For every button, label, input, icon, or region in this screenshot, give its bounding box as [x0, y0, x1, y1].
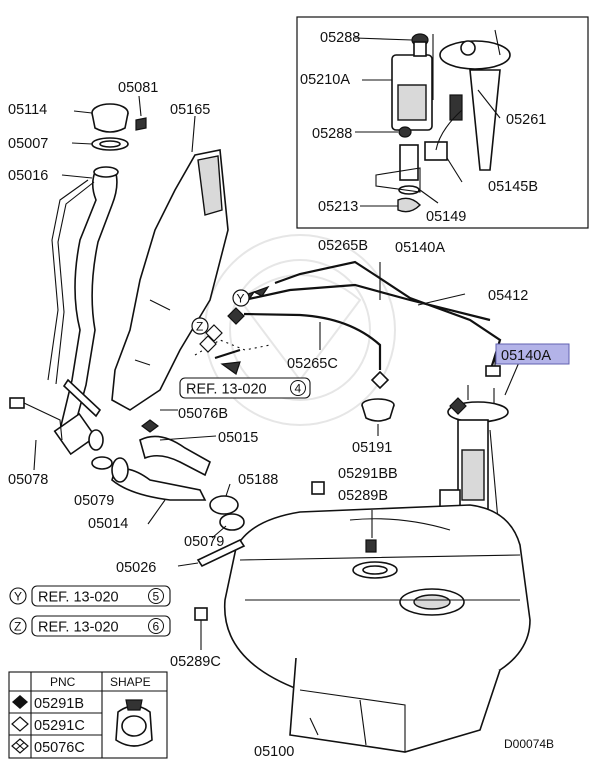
legend-row-pnc: 05291C: [34, 718, 85, 734]
label-05016: 05016: [8, 168, 48, 184]
label-05165: 05165: [170, 102, 210, 118]
svg-text:Y: Y: [14, 590, 22, 604]
crossed-diamond-icon: [11, 738, 29, 754]
ref-y[interactable]: Y REF. 13-020 5: [9, 585, 171, 607]
sender-cover: [361, 370, 395, 436]
label-05100: 05100: [254, 744, 294, 760]
label-05145B: 05145B: [488, 179, 538, 195]
drain-bolt: [9, 397, 63, 471]
label-05288-mid: 05288: [312, 126, 352, 142]
pump-bracket: [424, 29, 511, 171]
svg-text:6: 6: [153, 620, 160, 634]
legend-header-pnc: PNC: [50, 675, 76, 689]
label-05265B: 05265B: [318, 238, 368, 254]
part-labels: 05288 05210A 05288 05213 05149 05145B 05…: [8, 30, 570, 760]
marker-y: Y: [232, 289, 250, 307]
label-05412: 05412: [488, 288, 528, 304]
label-05288-top: 05288: [320, 30, 360, 46]
svg-text:4: 4: [295, 382, 302, 396]
filled-diamond-icon: [12, 695, 28, 709]
label-05261: 05261: [506, 112, 546, 128]
legend-header-shape: SHAPE: [110, 675, 151, 689]
tube-clip: [311, 481, 325, 495]
marker-z: Z: [191, 307, 245, 353]
filler-cap-assembly: [71, 95, 147, 151]
label-05191: 05191: [352, 440, 392, 456]
vapor-tubes: [214, 260, 502, 377]
label-05076B: 05076B: [178, 406, 228, 422]
svg-text:REF. 13-020: REF. 13-020: [38, 590, 119, 606]
svg-text:Z: Z: [196, 320, 203, 334]
label-05289B: 05289B: [338, 488, 388, 504]
svg-text:Y: Y: [237, 292, 245, 306]
label-05188: 05188: [238, 472, 278, 488]
label-05026: 05026: [116, 560, 156, 576]
clip-shape-icon: [115, 699, 153, 747]
fuel-sender-unit: [439, 359, 521, 521]
label-05265C: 05265C: [287, 356, 338, 372]
filler-hoses: [91, 419, 245, 539]
ref-main[interactable]: REF. 13-020 4: [179, 377, 311, 399]
fuel-pump-inset: [296, 16, 589, 229]
fuel-pump-module: [375, 33, 433, 213]
filler-neck-pipe: [47, 166, 119, 456]
outline-diamond-icon: [11, 716, 29, 732]
fuel-tank: [223, 504, 531, 753]
label-05149: 05149: [426, 209, 466, 225]
svg-text:REF. 13-020: REF. 13-020: [186, 382, 267, 398]
label-05015: 05015: [218, 430, 258, 446]
label-05213: 05213: [318, 199, 358, 215]
label-05289C: 05289C: [170, 654, 221, 670]
tank-protector: [111, 115, 229, 411]
label-05140A-box: 05140A: [395, 240, 445, 256]
label-05007: 05007: [8, 136, 48, 152]
svg-text:REF. 13-020: REF. 13-020: [38, 620, 119, 636]
diagram-id: D00074B: [504, 737, 554, 751]
legend-row-pnc: 05291B: [34, 696, 84, 712]
label-05114: 05114: [8, 102, 47, 118]
mount-bolt: [194, 607, 208, 650]
label-05014: 05014: [88, 516, 128, 532]
tank-strap: [177, 538, 246, 568]
svg-text:5: 5: [153, 590, 160, 604]
label-05079-b: 05079: [184, 534, 224, 550]
label-05079-a: 05079: [74, 493, 114, 509]
svg-text:Z: Z: [14, 620, 21, 634]
label-05081: 05081: [118, 80, 158, 96]
legend-row-pnc: 05076C: [34, 740, 85, 756]
label-05078: 05078: [8, 472, 48, 488]
label-05140A-highlighted: 05140A: [501, 348, 551, 364]
ref-z[interactable]: Z REF. 13-020 6: [9, 615, 171, 637]
label-05140A-highlight: [495, 343, 570, 365]
label-05291BB: 05291BB: [338, 466, 398, 482]
label-05210A: 05210A: [300, 72, 350, 88]
legend-table: PNC SHAPE 05291B 05291C 05076C: [8, 671, 168, 759]
